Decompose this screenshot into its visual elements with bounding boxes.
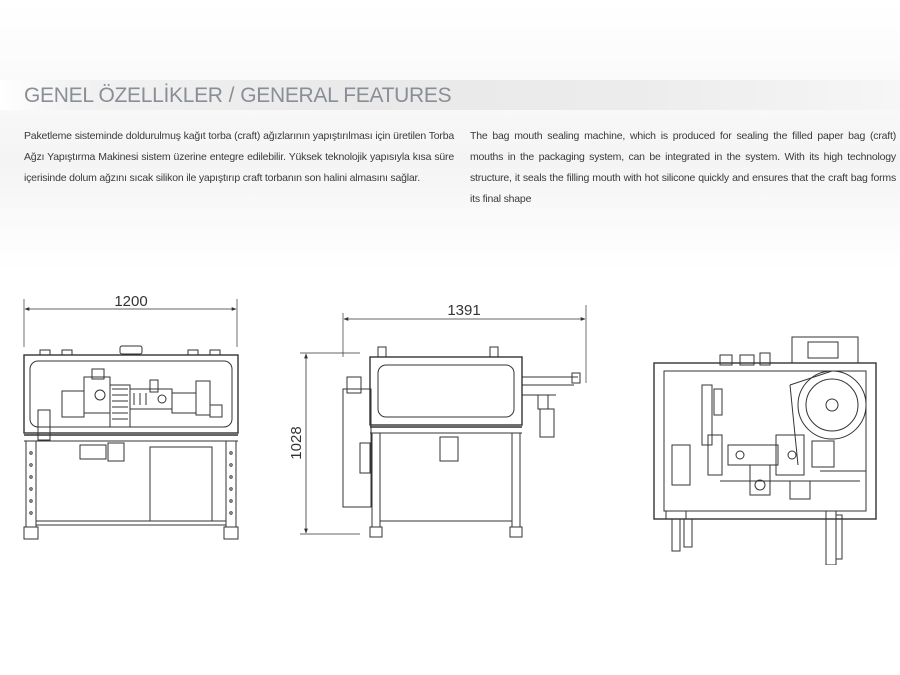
title-bar xyxy=(0,80,900,110)
machine-top-view-icon xyxy=(653,336,877,565)
technical-drawings: 1200 1391 1028 xyxy=(23,293,877,565)
description-turkish: Paketleme sisteminde doldurulmuş kağıt t… xyxy=(24,130,454,184)
machine-side-view-icon xyxy=(300,305,587,538)
page-title: GENEL ÖZELLİKLER/GENERAL FEATURES xyxy=(24,84,452,108)
title-turkish: GENEL ÖZELLİKLER xyxy=(24,84,223,107)
title-separator: / xyxy=(228,84,235,107)
description-english: The bag mouth sealing machine, which is … xyxy=(470,130,896,205)
front-width-dimension: 1200 xyxy=(114,293,147,310)
title-english: GENERAL FEATURES xyxy=(240,84,452,107)
header-background xyxy=(0,0,900,270)
machine-front-view-icon xyxy=(23,299,239,540)
side-width-dimension: 1391 xyxy=(447,302,480,319)
side-height-dimension: 1028 xyxy=(288,426,305,459)
